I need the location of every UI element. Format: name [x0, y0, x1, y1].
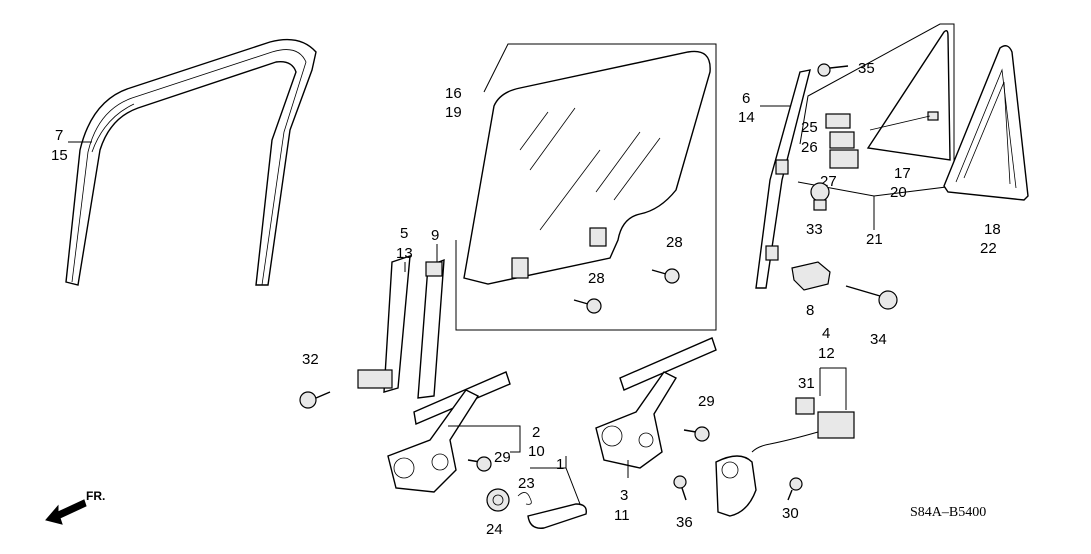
- rear-regulator-part: [595, 337, 717, 469]
- quarter-weatherstrip-part: [943, 45, 1029, 201]
- callout-22: 22: [980, 240, 997, 257]
- diagram-reference-code: S84A–B5400: [910, 505, 986, 520]
- bolt-34-part: [845, 285, 898, 310]
- callout-25: 25: [801, 119, 818, 136]
- door-glass-part: [455, 43, 717, 331]
- front-regulator-part: [387, 371, 511, 493]
- leader-1: [530, 467, 581, 505]
- quarter-glass-part: [866, 29, 951, 161]
- bolt-29-part-2: [683, 426, 710, 442]
- connector-31-part: [795, 397, 815, 415]
- clip-8-part: [791, 261, 831, 291]
- screw-35-part: [817, 63, 849, 77]
- sash-channel-part: [357, 254, 445, 399]
- callout-33: 33: [806, 221, 823, 238]
- bolt-33-part: [810, 182, 830, 211]
- callout-4: 4: [822, 325, 830, 342]
- callout-19: 19: [445, 104, 462, 121]
- bolt-36-part: [673, 475, 687, 501]
- clip-23-part: [517, 492, 532, 505]
- callout-9: 9: [431, 227, 439, 244]
- callout-12: 12: [818, 345, 835, 362]
- callout-34: 34: [870, 331, 887, 348]
- callout-29b: 29: [698, 393, 715, 410]
- callout-8: 8: [806, 302, 814, 319]
- callout-17: 17: [894, 165, 911, 182]
- callout-15: 15: [51, 147, 68, 164]
- bolt-29-part: [467, 456, 492, 472]
- callout-21: 21: [866, 231, 883, 248]
- callout-26: 26: [801, 139, 818, 156]
- callout-28b: 28: [588, 270, 605, 287]
- callout-18: 18: [984, 221, 1001, 238]
- label-plates-part: [825, 113, 859, 169]
- leader-4-12: [820, 367, 847, 410]
- callout-5: 5: [400, 225, 408, 242]
- callout-11: 11: [614, 507, 630, 524]
- bolt-28-part-2: [573, 298, 602, 314]
- callout-35: 35: [858, 60, 875, 77]
- bolt-32-part: [299, 391, 331, 409]
- callout-10: 10: [528, 443, 545, 460]
- callout-24: 24: [486, 521, 503, 538]
- callout-36: 36: [676, 514, 693, 531]
- callout-28a: 28: [666, 234, 683, 251]
- window-handle-part: [527, 503, 587, 529]
- front-direction-arrow-icon: [45, 499, 87, 525]
- front-direction-label: FR.: [86, 489, 105, 503]
- callout-13: 13: [396, 245, 413, 262]
- callout-16: 16: [445, 85, 462, 102]
- run-channel-part: [65, 38, 317, 286]
- callout-3: 3: [620, 487, 628, 504]
- bolt-30-part: [787, 477, 803, 501]
- motor-harness-part: [715, 411, 855, 517]
- callout-2: 2: [532, 424, 540, 441]
- callout-20: 20: [890, 184, 907, 201]
- callout-6: 6: [742, 90, 750, 107]
- leader-2-10: [448, 425, 521, 453]
- callout-7: 7: [55, 127, 63, 144]
- callout-29a: 29: [494, 449, 511, 466]
- callout-23: 23: [518, 475, 535, 492]
- callout-32: 32: [302, 351, 319, 368]
- bolt-28-part: [651, 268, 680, 284]
- callout-1: 1: [556, 456, 564, 473]
- callout-31: 31: [798, 375, 815, 392]
- callout-30: 30: [782, 505, 799, 522]
- callout-14: 14: [738, 109, 755, 126]
- washer-24-part: [486, 488, 510, 512]
- center-channel-part: [755, 69, 811, 289]
